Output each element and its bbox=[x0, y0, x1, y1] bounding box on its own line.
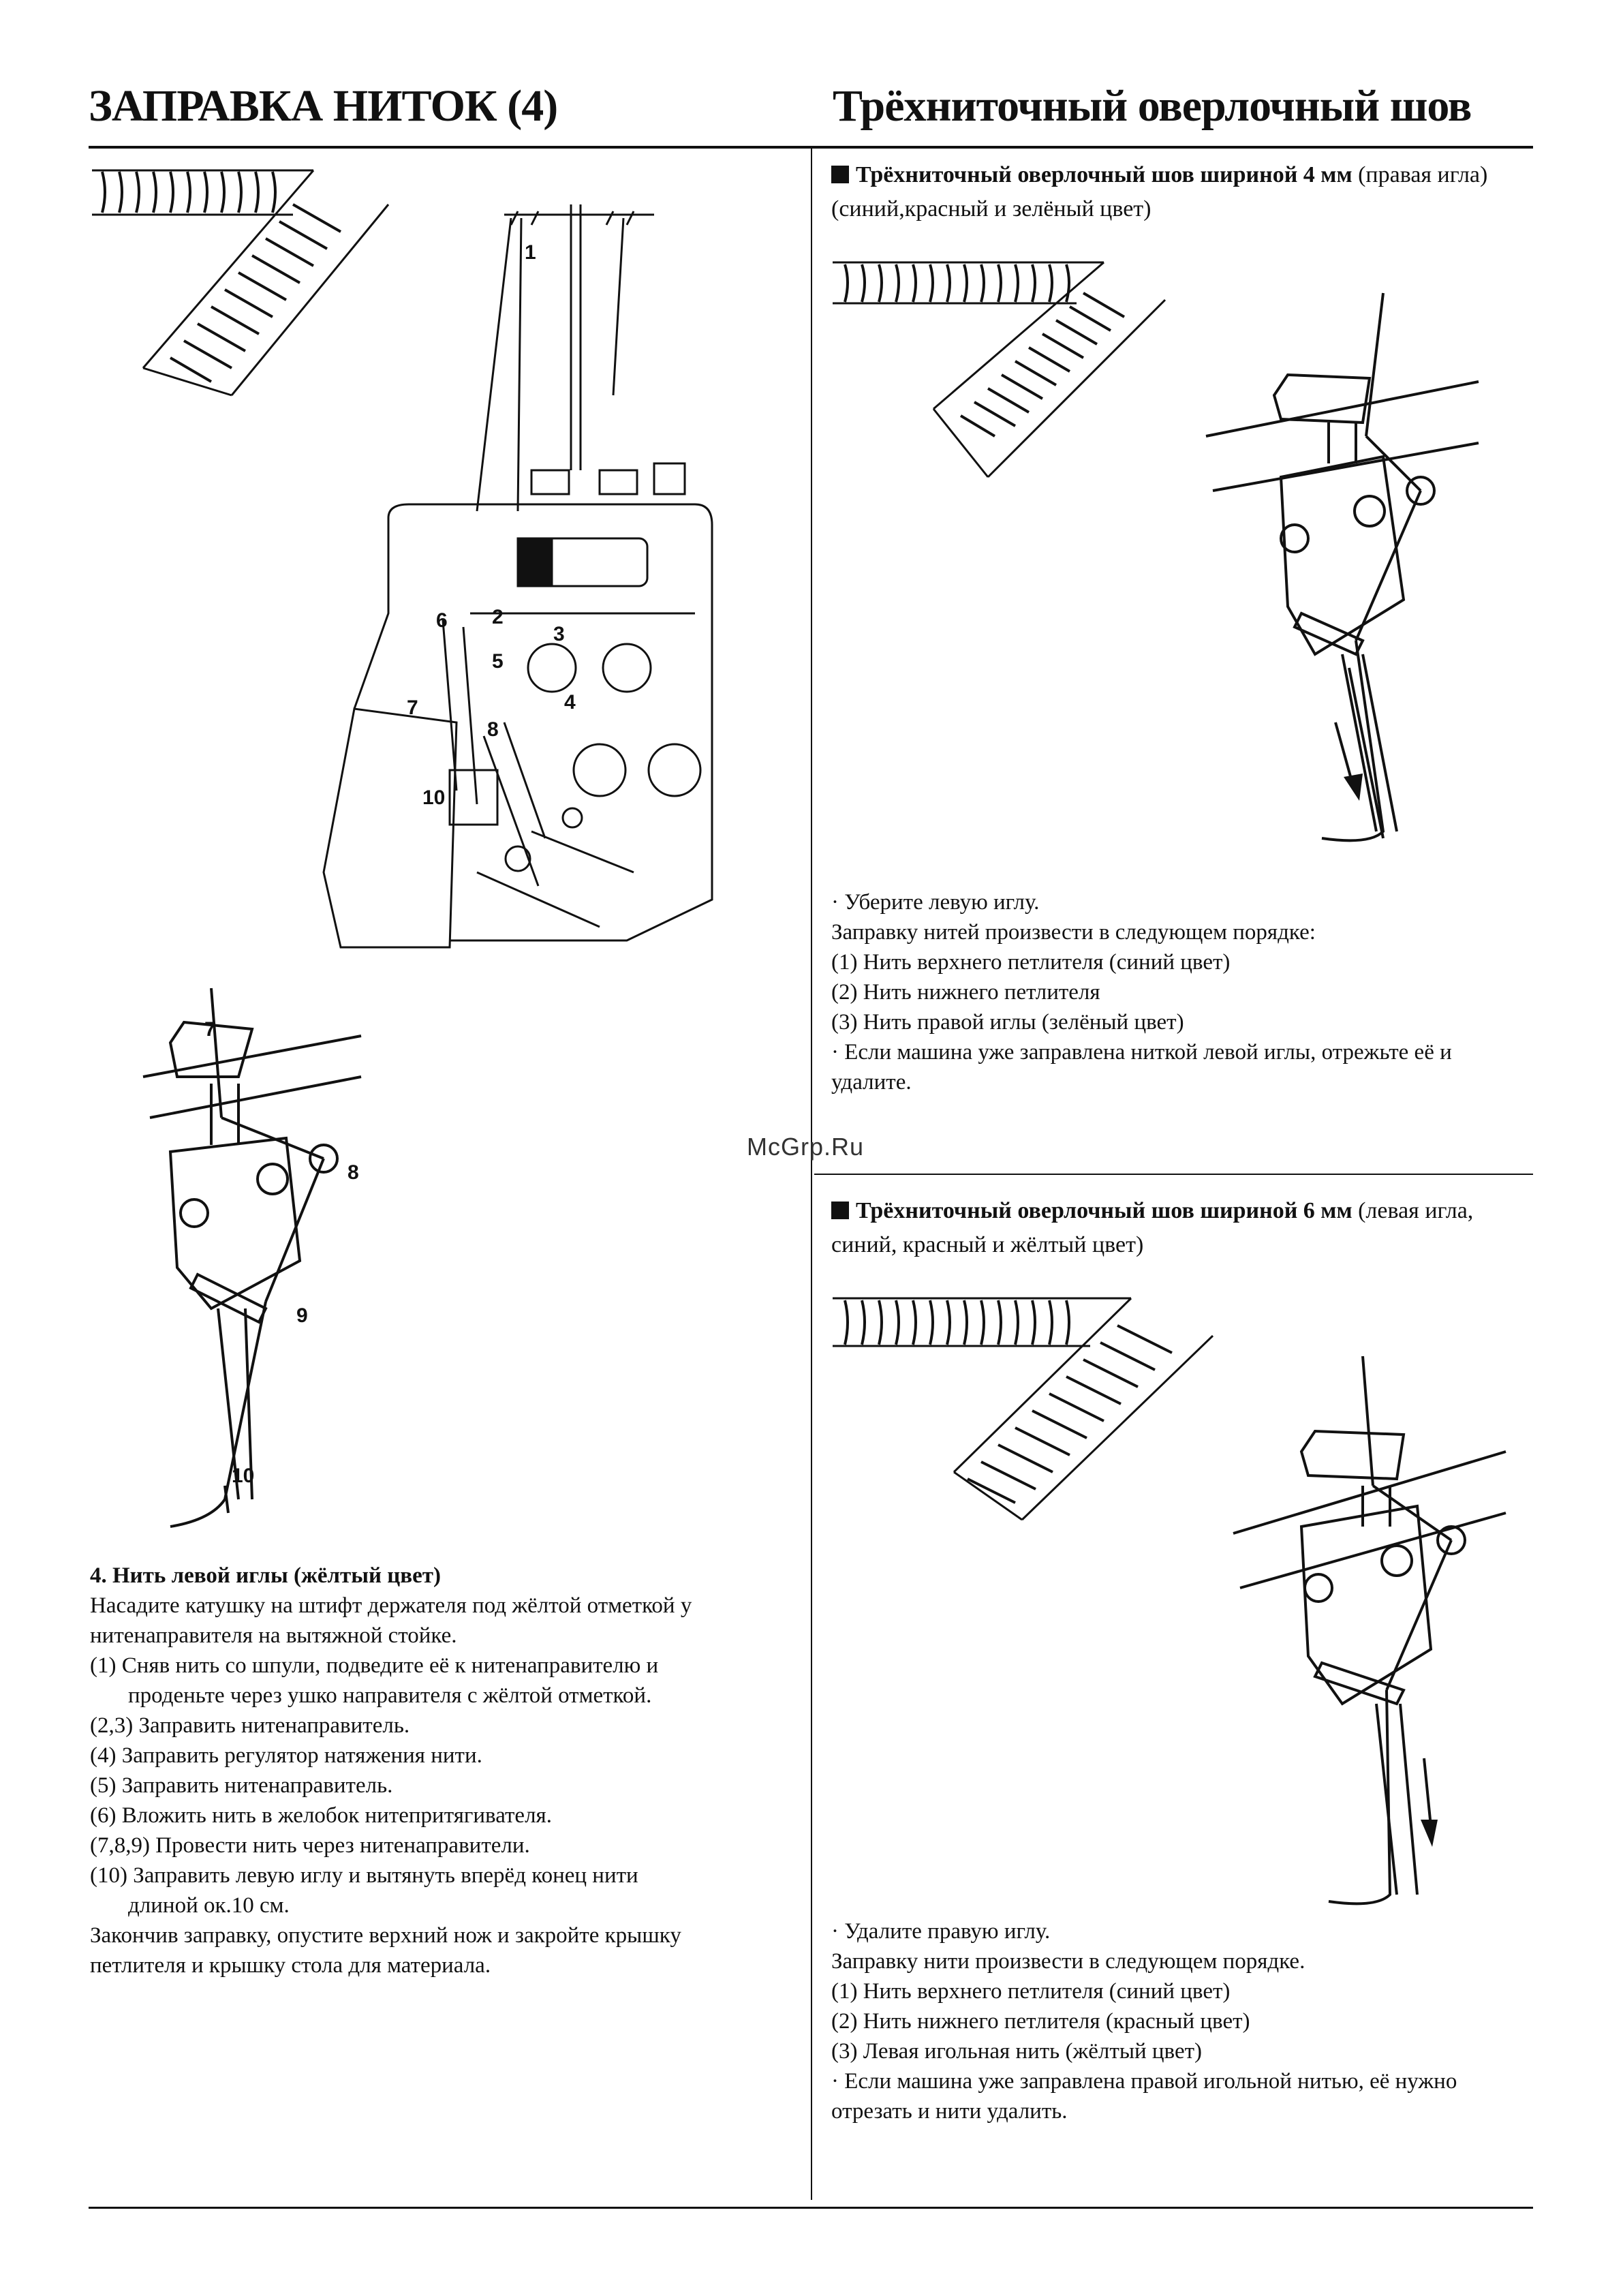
needle-callout-8: 8 bbox=[347, 1161, 359, 1184]
instruction-line: · Если машина уже заправлена ниткой лево… bbox=[831, 1040, 1452, 1065]
instruction-line: Заправку нити произвести в следующем пор… bbox=[831, 1949, 1305, 1974]
column-divider bbox=[811, 149, 812, 2200]
instruction-line: (3) Нить правой иглы (зелёный цвет) bbox=[831, 1010, 1184, 1035]
instruction-line: (1) Нить верхнего петлителя (синий цвет) bbox=[831, 1979, 1231, 2004]
footer-rule bbox=[89, 2207, 1533, 2209]
instruction-line: удалите. bbox=[831, 1070, 912, 1095]
needle-callout-9: 9 bbox=[296, 1304, 308, 1327]
step-line: длиной ок.10 см. bbox=[128, 1893, 290, 1918]
machine-callout-5: 5 bbox=[492, 650, 504, 673]
header-rule bbox=[89, 146, 1533, 149]
stitch-sample-illustration bbox=[92, 169, 390, 397]
step-line: (1) Сняв нить со шпули, подведите её к н… bbox=[90, 1653, 659, 1678]
machine-callout-4: 4 bbox=[564, 691, 576, 714]
needle-detail-4mm bbox=[1205, 292, 1479, 842]
step-line: (4) Заправить регулятор натяжения нити. bbox=[90, 1743, 482, 1768]
step-line: (2,3) Заправить нитенаправитель. bbox=[90, 1713, 410, 1738]
machine-callout-3: 3 bbox=[553, 623, 565, 645]
needle-detail-6mm bbox=[1233, 1356, 1506, 1905]
machine-callout-1: 1 bbox=[525, 241, 536, 264]
section-6mm-heading: Трёхниточный оверлочный шов шириной 6 мм… bbox=[831, 1198, 1474, 1257]
section-divider bbox=[814, 1174, 1533, 1175]
bullet-square-icon bbox=[831, 1201, 849, 1219]
page-title-right: Трёхниточный оверлочный шов bbox=[833, 81, 1472, 131]
machine-callout-10: 10 bbox=[422, 786, 445, 809]
needle-threading-detail: 7 8 9 10 bbox=[142, 988, 362, 1528]
machine-callout-2: 2 bbox=[492, 606, 504, 628]
bullet-square-icon bbox=[831, 166, 849, 183]
overlock-machine-illustration: 1 2 3 4 5 6 7 8 10 bbox=[322, 204, 713, 949]
outro-line: Закончив заправку, опустите верхний нож … bbox=[90, 1923, 681, 1948]
instruction-line: · Если машина уже заправлена правой игол… bbox=[831, 2069, 1457, 2094]
instruction-line: отрезать и нити удалить. bbox=[831, 2099, 1068, 2124]
instruction-line: (2) Нить нижнего петлителя (красный цвет… bbox=[831, 2009, 1250, 2034]
instruction-line: (2) Нить нижнего петлителя bbox=[831, 980, 1100, 1005]
section-6mm-instructions: · Удалите правую иглу. Заправку нити про… bbox=[831, 1916, 1533, 2126]
instruction-line: (3) Левая игольная нить (жёлтый цвет) bbox=[831, 2039, 1203, 2064]
section-4mm-instructions: · Уберите левую иглу. Заправку нитей про… bbox=[831, 887, 1533, 1097]
stitch-sample-6mm bbox=[833, 1297, 1214, 1521]
stitch-sample-4mm bbox=[833, 261, 1166, 478]
instruction-line: · Уберите левую иглу. bbox=[831, 890, 1040, 915]
step-line: (6) Вложить нить в желобок нитепритягива… bbox=[90, 1803, 552, 1828]
left-instructions: 4. Нить левой иглы (жёлтый цвет) Насадит… bbox=[90, 1561, 799, 1980]
left-needle-heading: 4. Нить левой иглы (жёлтый цвет) bbox=[90, 1563, 441, 1588]
instruction-line: Заправку нитей произвести в следующем по… bbox=[831, 920, 1316, 945]
intro-line: нитенаправителя на вытяжной стойке. bbox=[90, 1623, 457, 1648]
machine-callout-6: 6 bbox=[436, 609, 448, 632]
machine-callout-8: 8 bbox=[487, 718, 499, 741]
instruction-line: (1) Нить верхнего петлителя (синий цвет) bbox=[831, 950, 1231, 975]
needle-callout-7: 7 bbox=[204, 1018, 216, 1041]
section-4mm-heading: Трёхниточный оверлочный шов шириной 4 мм… bbox=[831, 162, 1488, 221]
step-line: (10) Заправить левую иглу и вытянуть впе… bbox=[90, 1863, 638, 1888]
instruction-line: · Удалите правую иглу. bbox=[831, 1919, 1051, 1944]
intro-line: Насадите катушку на штифт держателя под … bbox=[90, 1593, 692, 1618]
watermark-text: McGrp.Ru bbox=[747, 1133, 865, 1161]
needle-callout-10: 10 bbox=[232, 1465, 254, 1487]
outro-line: петлителя и крышку стола для материала. bbox=[90, 1953, 491, 1978]
step-line: проденьте через ушко направителя с жёлто… bbox=[128, 1683, 652, 1708]
machine-callout-7: 7 bbox=[407, 697, 418, 719]
step-line: (7,8,9) Провести нить через нитенаправит… bbox=[90, 1833, 530, 1858]
step-line: (5) Заправить нитенаправитель. bbox=[90, 1773, 393, 1798]
page-title-left: ЗАПРАВКА НИТОК (4) bbox=[89, 81, 558, 131]
